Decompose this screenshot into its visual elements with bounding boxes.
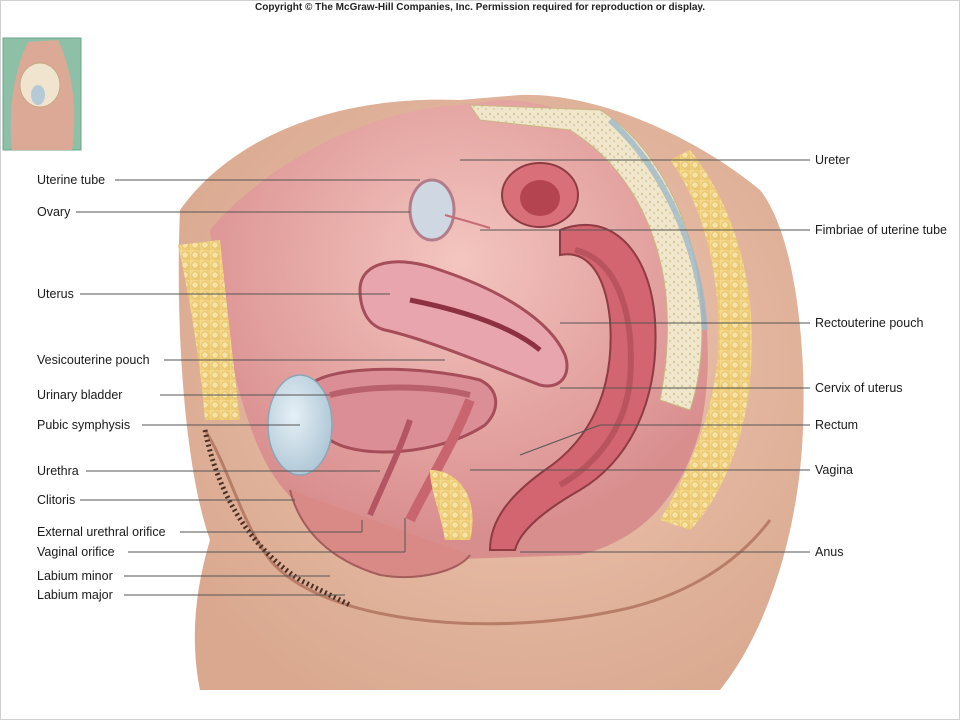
copyright-notice: Copyright © The McGraw-Hill Companies, I… [254, 2, 706, 13]
label-uterus: Uterus [37, 287, 74, 301]
label-vaginal-orifice: Vaginal orifice [37, 545, 115, 559]
label-vesicouterine-pouch: Vesicouterine pouch [37, 353, 150, 367]
bladder-lumen [329, 384, 471, 398]
ovary [408, 178, 456, 242]
fimbriae [444, 214, 491, 229]
label-cervix: Cervix of uterus [815, 381, 903, 395]
thigh-fold [203, 429, 772, 626]
label-anus: Anus [815, 545, 844, 559]
label-vagina: Vagina [815, 463, 853, 477]
label-labium-major: Labium major [37, 588, 113, 602]
uterus [358, 260, 569, 388]
posterior-fat [660, 150, 752, 530]
vagina [405, 398, 475, 523]
label-rectouterine-pouch: Rectouterine pouch [815, 316, 924, 330]
label-rectum: Rectum [815, 418, 859, 432]
sigmoid-lumen [520, 180, 560, 216]
uterine-cavity [409, 297, 542, 352]
label-urinary-bladder: Urinary bladder [37, 388, 123, 402]
label-uterine-tube: Uterine tube [37, 173, 106, 187]
leader-lines-left [76, 179, 445, 596]
label-pubic-symphysis: Pubic symphysis [37, 418, 131, 432]
sacrum-bone [469, 104, 703, 411]
sacral-canal [607, 117, 708, 331]
rectum [488, 224, 657, 551]
label-external-urethral-orifice: External urethral orifice [37, 525, 166, 539]
label-urethra: Urethra [37, 464, 79, 478]
anterior-fat [178, 240, 240, 420]
perineal-fat [430, 470, 473, 540]
label-fimbriae: Fimbriae of uterine tube [815, 223, 948, 237]
urethra [367, 419, 413, 517]
labia [289, 489, 471, 579]
label-clitoris: Clitoris [37, 493, 76, 507]
label-ureter: Ureter [815, 153, 850, 167]
leader-lines-right [460, 159, 810, 553]
label-labium-minor: Labium minor [37, 569, 113, 583]
rectum-lumen [558, 247, 634, 488]
orientation-thumbnail [2, 37, 82, 151]
label-ovary: Ovary [37, 205, 71, 219]
